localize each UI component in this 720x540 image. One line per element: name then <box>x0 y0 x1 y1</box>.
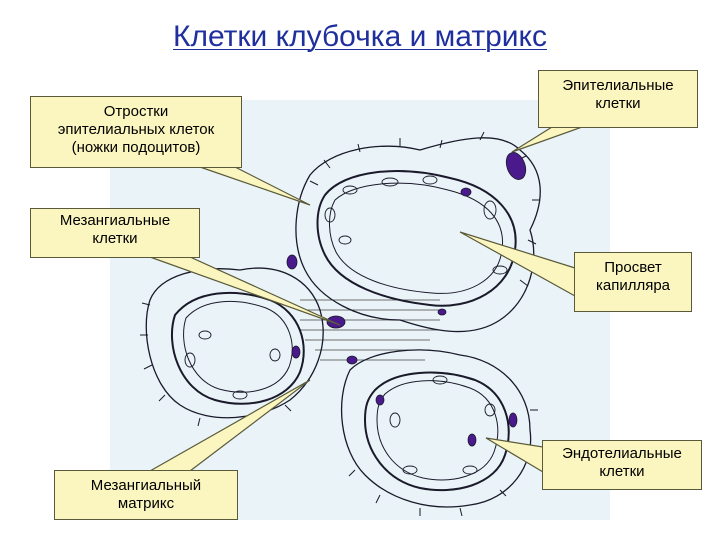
nucleus-mesangial <box>326 315 346 329</box>
slide-title: Клетки клубочка и матрикс <box>173 20 547 53</box>
callout-mesangial-cells: Мезангиальные клетки <box>30 208 200 258</box>
callout-line: Эндотелиальные <box>562 445 682 462</box>
nucleus-5 <box>460 187 472 197</box>
callout-line: эпителиальных клеток <box>57 121 215 138</box>
nucleus-3 <box>375 394 385 406</box>
callout-line: клетки <box>599 463 645 480</box>
callout-line: (ножки подоцитов) <box>71 139 201 156</box>
callout-line: капилляра <box>595 277 671 294</box>
callout-capillary-lumen: Просвет капилляра <box>574 252 692 312</box>
callout-line: Отростки <box>103 103 169 120</box>
callout-podocyte-processes: Отростки эпителиальных клеток (ножки под… <box>30 96 242 168</box>
capillary-inner-top <box>329 182 504 294</box>
nucleus-6 <box>508 412 518 428</box>
callout-endothelial-cells: Эндотелиальные клетки <box>542 440 702 490</box>
callout-mesangial-matrix: Мезангиальный матрикс <box>54 470 238 520</box>
mesangial-matrix-hatching <box>300 299 440 361</box>
nucleus-7 <box>437 308 447 316</box>
nucleus-8 <box>467 433 477 447</box>
capillary-left <box>170 291 305 405</box>
nucleus-2 <box>291 345 301 359</box>
callout-line: Просвет <box>604 259 662 276</box>
nucleus-1 <box>286 254 298 270</box>
callout-epithelial-cells: Эпителиальные клетки <box>538 70 698 128</box>
callout-line: клетки <box>92 230 138 247</box>
callout-line: Мезангиальный <box>90 477 202 494</box>
podocyte-envelope-top <box>295 137 541 333</box>
callout-line: матрикс <box>117 495 175 512</box>
capillary-bottom <box>363 371 510 492</box>
podocyte-envelope-left <box>145 267 324 419</box>
podocyte-envelope-bottom <box>340 349 532 508</box>
foot-processes-bottom <box>348 409 538 517</box>
capillary-inner-left <box>183 300 293 393</box>
foot-processes-left <box>140 302 292 429</box>
nucleus-4 <box>346 355 358 365</box>
callout-line: клетки <box>595 95 641 112</box>
callout-line: Эпителиальные <box>562 77 674 94</box>
callout-line: Мезангиальные <box>59 212 171 229</box>
nucleus-epithelial <box>505 152 527 180</box>
capillary-top <box>316 170 517 307</box>
